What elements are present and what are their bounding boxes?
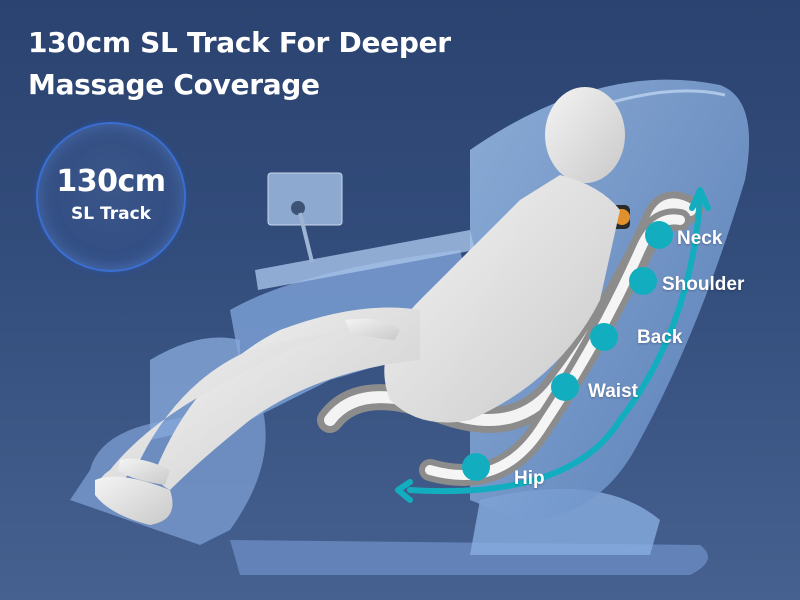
zone-label-shoulder: Shoulder xyxy=(662,274,745,295)
zone-marker-back xyxy=(590,323,618,351)
zone-marker-neck xyxy=(645,221,673,249)
headline-line-2: Massage Coverage xyxy=(28,68,320,101)
track-length-badge: 130cm SL Track xyxy=(36,122,186,272)
zone-label-hip: Hip xyxy=(514,468,545,489)
zone-marker-waist xyxy=(551,373,579,401)
zone-label-back: Back xyxy=(637,327,683,348)
headline-line-1: 130cm SL Track For Deeper xyxy=(28,26,451,59)
chair-base xyxy=(230,488,708,575)
headline: 130cm SL Track For Deeper Massage Covera… xyxy=(28,22,451,106)
zone-marker-hip xyxy=(462,453,490,481)
badge-label: SL Track xyxy=(71,204,151,224)
badge-value: 130cm xyxy=(56,164,166,199)
track-direction-arrow xyxy=(395,187,711,503)
zone-markers xyxy=(462,221,673,481)
zone-label-waist: Waist xyxy=(588,381,638,402)
zone-label-neck: Neck xyxy=(677,228,723,249)
remote-control-tablet xyxy=(267,172,343,263)
mannequin-figure xyxy=(95,87,625,525)
zone-marker-shoulder xyxy=(629,267,657,295)
